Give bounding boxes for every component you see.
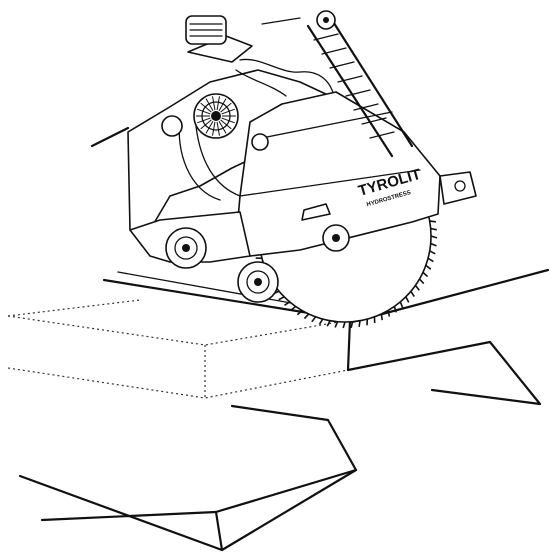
blade-tooth <box>380 313 383 321</box>
housing-slot <box>301 203 331 221</box>
blade-tooth <box>303 313 310 320</box>
blade-tooth <box>430 227 437 231</box>
fan-fin <box>200 102 212 113</box>
blade-tooth <box>387 310 391 317</box>
blade-tooth <box>311 316 317 323</box>
blade-tooth <box>405 296 410 303</box>
blade-tooth <box>414 284 420 291</box>
blade-tooth <box>334 321 339 328</box>
fan-fin <box>221 108 235 115</box>
blade-tooth <box>422 271 429 278</box>
fan-fin <box>220 119 232 130</box>
blade-tooth <box>278 296 285 301</box>
blade-tooth <box>427 257 434 263</box>
fan-fin <box>197 108 211 115</box>
lower-slab-edge <box>214 510 224 552</box>
pulley-mid <box>251 133 269 151</box>
slab-top-edge-right <box>350 268 550 324</box>
fan-fin <box>216 121 220 136</box>
fan-fin <box>220 102 232 113</box>
fan-fin <box>221 117 235 124</box>
rail-bracket <box>439 171 477 205</box>
removed-block-top <box>7 315 351 346</box>
blade-tooth <box>290 305 297 311</box>
mast-right <box>330 18 414 148</box>
blade-tooth <box>425 264 432 270</box>
fan-fin <box>197 117 211 124</box>
fan-fin <box>218 120 227 134</box>
removed-block-bottom <box>7 367 349 399</box>
blade-tooth <box>418 278 425 285</box>
blade-tooth <box>393 306 398 313</box>
blade-tooth <box>399 301 404 308</box>
fan-fin <box>216 96 220 111</box>
slab-cut-edge-right <box>346 318 542 406</box>
hose <box>239 58 335 97</box>
blade-tooth <box>350 321 354 328</box>
saw-machine <box>90 10 477 263</box>
lower-slab-piece <box>18 404 358 552</box>
mast-left <box>306 24 394 158</box>
blade-tooth <box>429 250 436 255</box>
concrete-slab <box>7 268 550 552</box>
blade-tooth <box>358 320 361 328</box>
fan-fin <box>205 120 214 134</box>
pulley-left <box>161 115 183 137</box>
blade-tooth <box>342 321 346 329</box>
fan-fin <box>212 121 216 136</box>
wheels <box>165 224 350 303</box>
blade-tooth <box>318 318 324 325</box>
fan-fin <box>205 98 214 112</box>
blade-tooth <box>429 220 437 223</box>
blade-tooth <box>296 309 303 316</box>
fan-fin <box>212 96 216 111</box>
blade-tooth <box>430 235 438 239</box>
blade-tooth <box>326 320 331 327</box>
removed-block-top-back <box>7 299 141 317</box>
blade-tooth <box>410 290 415 297</box>
blade-tooth <box>284 301 291 306</box>
blade-tooth <box>430 242 437 247</box>
lower-slab-front <box>40 468 358 522</box>
handle-bar <box>90 126 130 148</box>
fan-fin <box>218 98 227 112</box>
fan-fin <box>200 119 212 130</box>
